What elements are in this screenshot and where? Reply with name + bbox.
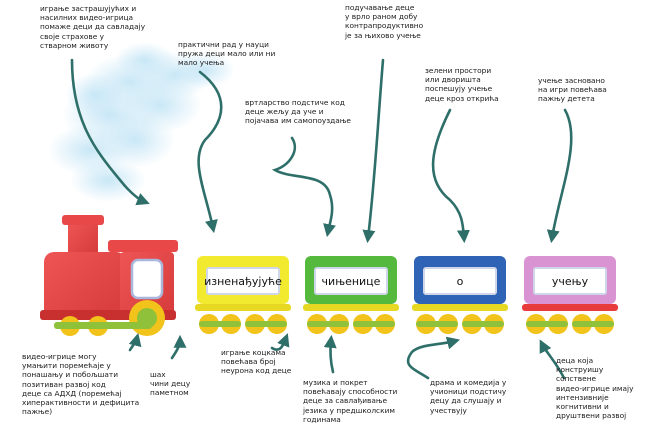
locomotive [40,215,178,336]
wagon-axle [416,321,458,327]
arrow-12 [539,339,566,380]
note-early-teaching: подучавање деце у врло раном добу контра… [345,3,424,40]
wagons: изненађујуће чињенице о учењу [195,256,618,334]
wagon-label-panel [533,267,607,295]
wagon-label: чињенице [322,275,381,288]
wagon-2: чињенице [303,256,399,334]
note-music: музика и покрет повећавају способности д… [303,378,398,424]
note-blocks: играње коцкама повећава број неурона код… [221,348,292,376]
wagon-axle [199,321,241,327]
arrow-6 [546,108,573,244]
wagon-chassis [195,304,291,311]
wagon-chassis [522,304,618,311]
wagon-3: о [412,256,508,334]
arrow-4 [362,58,385,244]
note-adhd-games: видео-игрице могу умањити поремећаје у п… [22,352,140,417]
note-game-builders: деца која конструишу сопствене видео-игр… [556,356,634,421]
wagon-axle [245,321,287,327]
wagon-axle [526,321,568,327]
note-gardening: вртларство подстиче код деце жељу да уче… [245,98,351,126]
wagon-1: изненађујуће [195,256,291,334]
note-drama: драма и комедија у учионици подстичу дец… [430,378,507,415]
arrow-3 [271,136,336,238]
note-play-based: учење засновано на игри повећава пажњу д… [538,76,607,104]
wagon-label-panel [206,267,280,295]
wagon-label-panel [423,267,497,295]
wagon-chassis [303,304,399,311]
wagon-axle [307,321,349,327]
arrow-9 [270,333,290,351]
note-violent-games: играње застрашујућих и насилних видео-иг… [40,4,146,50]
arrow-5 [431,108,470,244]
wagon-axle [572,321,614,327]
wagon-axle [462,321,504,327]
locomotive-boiler [44,252,126,320]
note-green-spaces: зелени простори или дворишта поспешују у… [425,66,499,103]
wagon-axle [353,321,395,327]
note-chess: шах чини децу паметном [150,370,191,398]
arrow-2 [197,70,223,234]
arrows [70,58,573,380]
locomotive-window [130,258,164,300]
arrow-11 [406,336,461,380]
wagon-label: учењу [552,275,589,288]
note-practical-science: практични рад у науци пружа деци мало ил… [178,40,276,68]
wagon-4: учењу [522,256,618,334]
steam-cloud [48,42,235,202]
wagon-chassis [412,304,508,311]
arrow-7 [128,332,142,352]
arrow-10 [323,334,337,374]
locomotive-chimney [68,222,98,256]
arrow-1 [70,58,150,206]
wagon-label: изненађујуће [204,275,282,288]
arrow-8 [170,334,187,360]
wagon-label: о [457,275,464,288]
wagon-label-panel [314,267,388,295]
